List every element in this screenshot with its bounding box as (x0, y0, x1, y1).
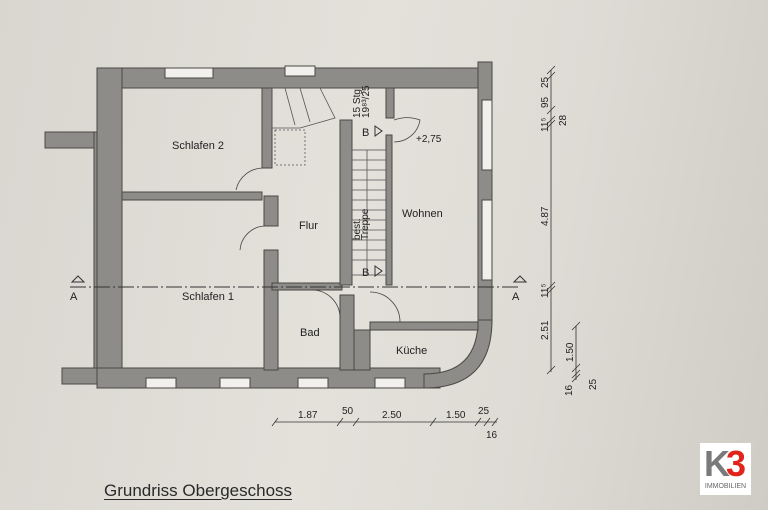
walls (44, 61, 493, 389)
dim-1-87: 1.87 (298, 410, 318, 421)
dim-4-87: 4.87 (540, 206, 551, 226)
stair-label: best. Treppe (352, 208, 371, 240)
dim-25-top: 25 (540, 76, 551, 88)
dim-2-50: 2.50 (382, 410, 402, 421)
room-flur: Flur (299, 220, 318, 232)
section-b-arrow-icon (374, 125, 383, 277)
stair-note: 15 Stg 19⁸³/25 (352, 85, 372, 118)
plan-title: Grundriss Obergeschoss (104, 481, 293, 500)
dim-1-50: 1.50 (446, 410, 466, 421)
level-mark: +2,75 (416, 134, 442, 145)
room-schlafen-1: Schlafen 1 (182, 291, 234, 303)
right-dimension-line (546, 65, 581, 383)
dim-16: 16 (486, 430, 498, 441)
dim-50: 50 (342, 406, 354, 417)
section-a-right: A (512, 291, 520, 303)
logo-subtitle: IMMOBILIEN (704, 483, 747, 490)
svg-text:best.: best. (352, 218, 363, 240)
dim-25-right: 25 (588, 378, 599, 390)
k3-logo: K3 IMMOBILIEN (700, 443, 751, 495)
dim-2-51: 2.51 (540, 320, 551, 340)
dim-11-5-top: 11⁵ (540, 117, 551, 132)
svg-text:19⁸³/25: 19⁸³/25 (361, 85, 372, 118)
section-b-bottom: B (362, 267, 369, 279)
bottom-dimension-line (271, 417, 499, 427)
room-schlafen-2: Schlafen 2 (172, 140, 224, 152)
dim-25: 25 (478, 406, 490, 417)
dim-16-right: 16 (564, 384, 575, 396)
doors (235, 117, 421, 323)
dim-95: 95 (540, 96, 551, 108)
room-bad: Bad (300, 327, 320, 339)
dim-11-5-mid: 11⁵ (540, 283, 551, 298)
svg-text:Treppe: Treppe (360, 208, 371, 240)
section-arrow-icon (70, 275, 528, 283)
svg-text:15 Stg: 15 Stg (352, 89, 363, 118)
dim-1-50: 1.50 (565, 342, 576, 362)
windows (145, 65, 493, 389)
room-wohnen: Wohnen (402, 208, 443, 220)
logo-mark: K3 (704, 443, 746, 484)
dim-28: 28 (558, 114, 569, 126)
staircase (271, 87, 387, 276)
section-b-top: B (362, 127, 369, 139)
room-kueche: Küche (396, 345, 427, 357)
section-a-left: A (70, 291, 78, 303)
